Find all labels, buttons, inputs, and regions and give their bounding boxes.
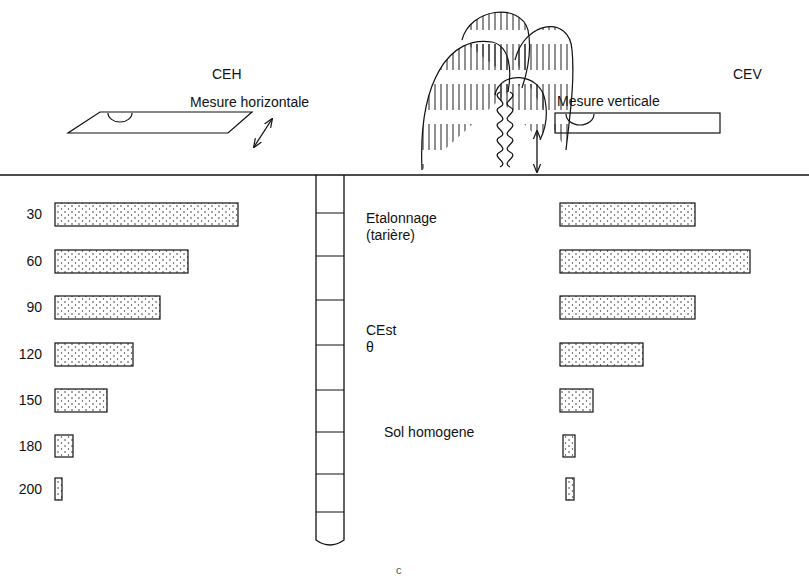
probe-note: CEst θ — [366, 322, 406, 356]
cev-bars — [560, 203, 750, 500]
dial — [108, 113, 132, 122]
soil-note: Sol homogene — [384, 424, 504, 441]
tree-trunk — [497, 92, 503, 167]
device-horizontal — [68, 112, 252, 133]
ceh-bars — [55, 203, 238, 500]
device-name: CEH — [212, 66, 262, 83]
ground-line — [0, 174, 809, 176]
depth-label: 150 — [8, 392, 42, 409]
measure-label: Mesure horizontale — [190, 94, 330, 111]
stray-mark: c — [396, 562, 416, 579]
tree-trunk — [507, 92, 513, 167]
depth-label: 90 — [8, 299, 42, 316]
tree — [422, 12, 573, 170]
depth-label: 30 — [8, 206, 42, 223]
measure-label: Mesure verticale — [557, 93, 687, 110]
depth-label: 60 — [8, 253, 42, 270]
device-name: CEV — [733, 66, 783, 83]
depth-label: 120 — [8, 346, 42, 363]
depth-label: 180 — [8, 438, 42, 455]
calibration-note: Etalonnage (tarière) — [366, 210, 458, 244]
access-tube — [316, 175, 344, 545]
tube-joints — [316, 213, 344, 512]
depth-label: 200 — [8, 481, 42, 498]
double-arrow — [254, 119, 272, 147]
device-vertical — [555, 113, 720, 133]
